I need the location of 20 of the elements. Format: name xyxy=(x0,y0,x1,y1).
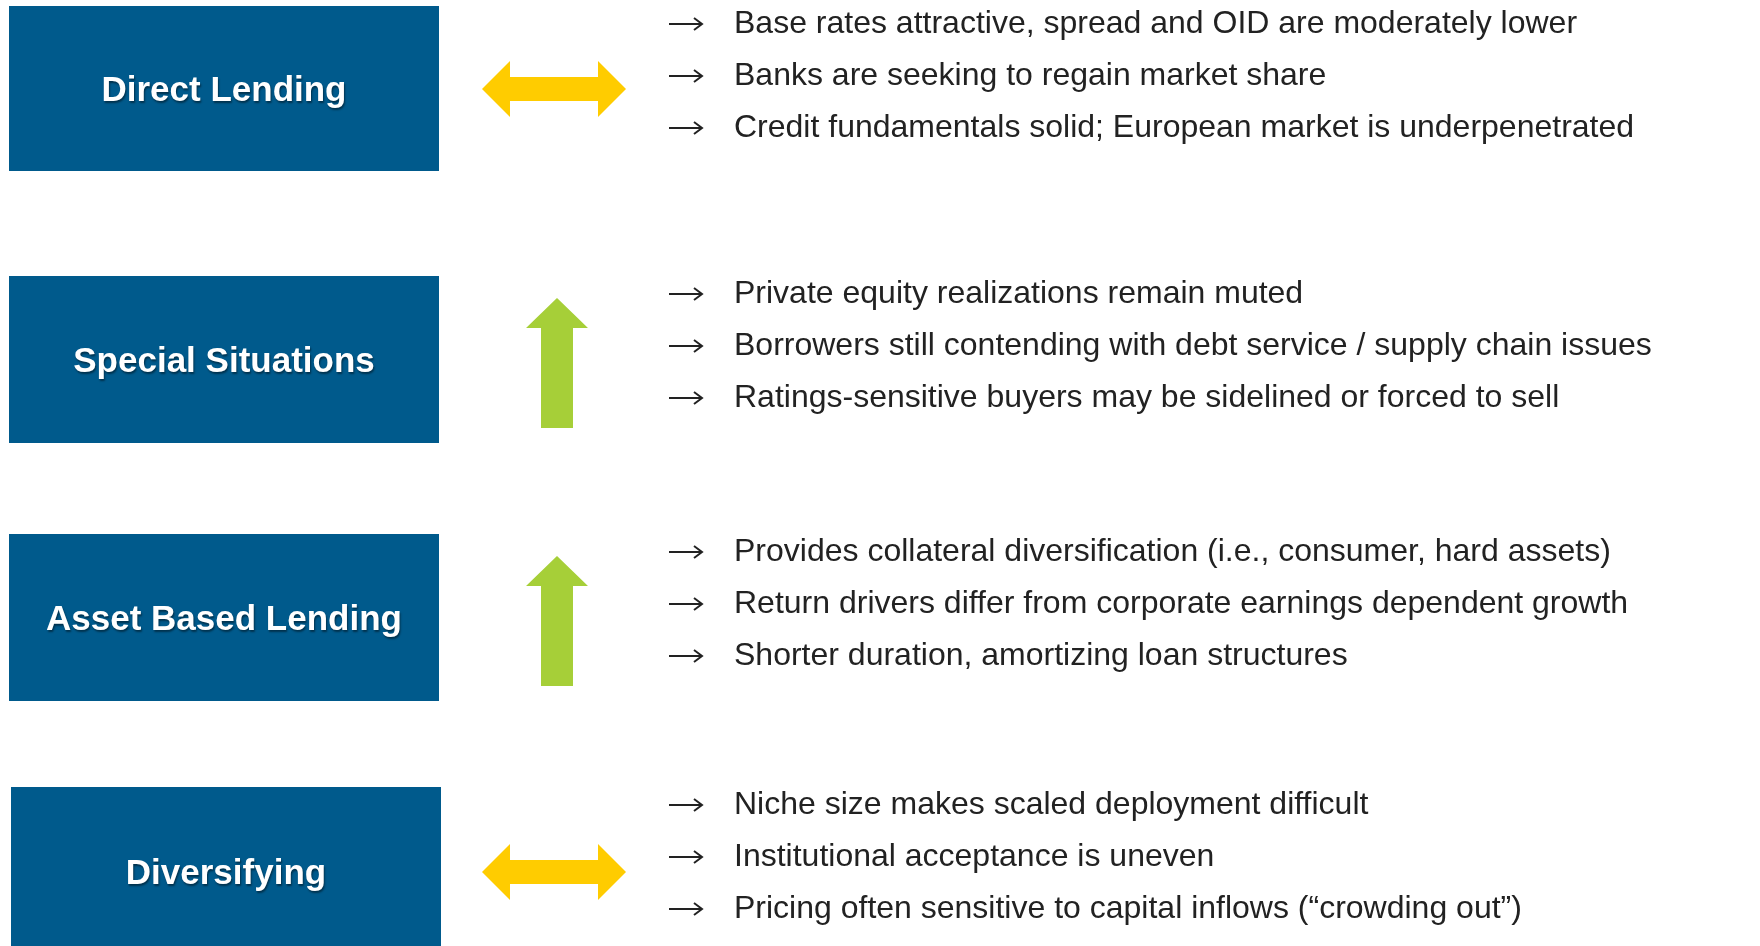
bullet-text: Pricing often sensitive to capital inflows (“crowding out”) xyxy=(734,888,1523,927)
category-box xyxy=(9,6,439,171)
category-title: Special Situations xyxy=(73,339,375,380)
bullet-text: Return drivers differ from corporate earnings dependent growth xyxy=(734,583,1630,622)
bullet-text: Provides collateral diversification (i.e., consumer, hard assets) xyxy=(734,531,1612,570)
category-box xyxy=(9,276,439,443)
bullet-text: Shorter duration, amortizing loan structures xyxy=(734,635,1349,674)
bullet-text: Ratings-sensitive buyers may be sidelined or forced to sell xyxy=(734,377,1561,416)
bullet-text: Niche size makes scaled deployment difficult xyxy=(734,784,1370,823)
category-title: Diversifying xyxy=(125,852,327,892)
category-title: Asset Based Lending xyxy=(46,597,402,638)
bullet-text: Borrowers still contending with debt service / supply chain issues xyxy=(734,325,1653,364)
bullet-text: Private equity realizations remain muted xyxy=(734,273,1305,312)
category-box xyxy=(11,787,441,946)
category-box xyxy=(9,534,439,701)
bullet-text: Institutional acceptance is uneven xyxy=(734,836,1216,875)
bullet-text: Base rates attractive, spread and OID are moderately lower xyxy=(734,3,1579,42)
bullet-text: Credit fundamentals solid; European market is underpenetrated xyxy=(734,107,1636,146)
category-title: Direct Lending xyxy=(101,68,347,109)
bullet-text: Banks are seeking to regain market share xyxy=(734,55,1328,94)
